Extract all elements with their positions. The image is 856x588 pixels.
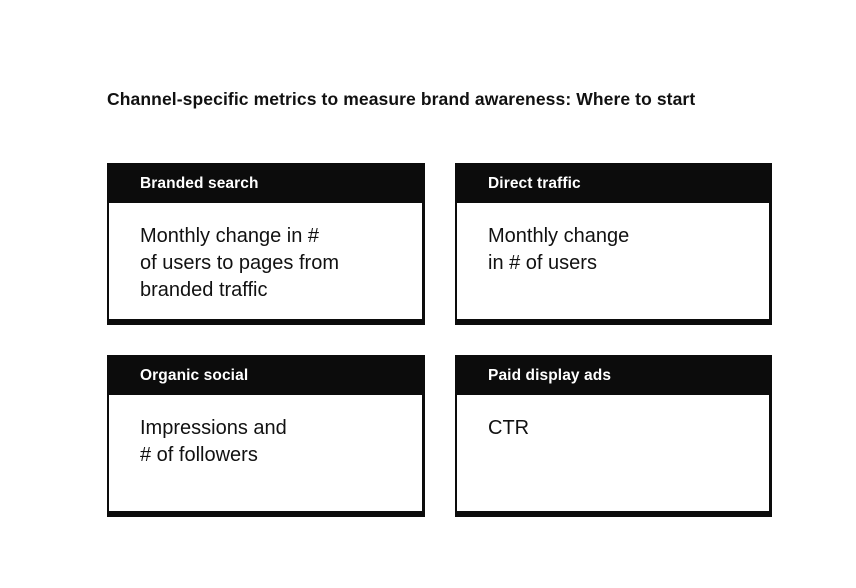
card-organic-social-body: Impressions and # of followers — [140, 417, 287, 466]
page-title: Channel-specific metrics to measure bran… — [107, 88, 696, 109]
card-branded-search-header: Branded search — [109, 165, 422, 203]
card-paid-display-ads: Paid display ads CTR — [455, 355, 772, 517]
card-branded-search-body: Monthly change in # of users to pages fr… — [140, 225, 339, 301]
card-paid-display-ads-body: CTR — [488, 417, 530, 439]
card-direct-traffic-body: Monthly change in # of users — [488, 225, 630, 274]
metrics-grid: Branded search Monthly change in # of us… — [107, 163, 772, 517]
card-direct-traffic: Direct traffic Monthly change in # of us… — [455, 163, 772, 325]
card-paid-display-ads-header: Paid display ads — [457, 357, 769, 395]
card-branded-search: Branded search Monthly change in # of us… — [107, 163, 425, 325]
card-organic-social: Organic social Impressions and # of foll… — [107, 355, 425, 517]
card-direct-traffic-header: Direct traffic — [457, 165, 769, 203]
card-organic-social-header: Organic social — [109, 357, 422, 395]
